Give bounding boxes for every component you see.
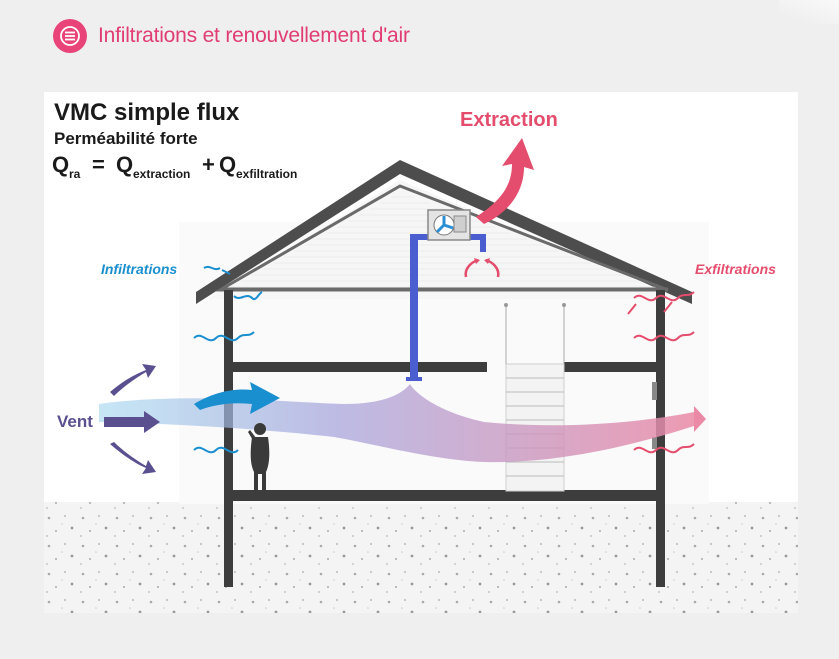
window-frame-right: [652, 382, 657, 400]
exfiltrations-label: Exfiltrations: [695, 261, 776, 277]
section-header: Infiltrations et renouvellement d'air: [53, 19, 410, 53]
ventilation-diagram: VMC simple flux Perméabilité forte Q ra …: [44, 99, 798, 613]
person-silhouette: [248, 423, 270, 490]
inflow-arrow: [194, 382, 280, 414]
formula-sub-ra: ra: [69, 167, 81, 181]
infiltrations-label: Infiltrations: [101, 261, 177, 277]
ground-floor: [224, 490, 665, 501]
fan-unit-icon: [427, 209, 471, 241]
window-frame-right-low: [652, 437, 657, 449]
diagram-subtitle: Perméabilité forte: [54, 129, 198, 148]
formula-q3: Q: [219, 152, 236, 177]
wind-arrows: [104, 364, 160, 474]
formula-q2: Q: [116, 152, 133, 177]
foundation-left: [224, 501, 233, 587]
diagram-title: VMC simple flux: [54, 99, 240, 126]
ground: [44, 502, 798, 613]
page-title: Infiltrations et renouvellement d'air: [98, 24, 410, 47]
upper-floor-left: [224, 362, 487, 372]
list-circle-icon: [53, 19, 87, 53]
extraction-arrow: [476, 138, 534, 224]
corner-decoration: [779, 0, 839, 24]
vent-label: Vent: [57, 412, 93, 431]
right-wall: [656, 290, 665, 586]
formula-equals: =: [92, 152, 105, 177]
formula-plus: +: [202, 152, 215, 177]
formula-sub-exfiltration: exfiltration: [236, 167, 297, 181]
upper-floor-right: [564, 362, 665, 372]
formula-sub-extraction: extraction: [133, 167, 190, 181]
airflow-arrowhead: [694, 406, 706, 432]
extraction-label: Extraction: [460, 109, 558, 131]
formula-q1: Q: [52, 152, 69, 177]
exfiltration-squiggles: [627, 291, 695, 454]
left-wall: [224, 290, 233, 586]
foundation-right: [656, 501, 665, 587]
extract-vent-arrowheads: [474, 258, 490, 264]
infiltration-squiggles: [193, 265, 263, 454]
diagram-formula: Q ra = Q extraction + Q exfiltration: [52, 152, 297, 181]
diagram-panel: VMC simple flux Perméabilité forte Q ra …: [44, 92, 798, 613]
